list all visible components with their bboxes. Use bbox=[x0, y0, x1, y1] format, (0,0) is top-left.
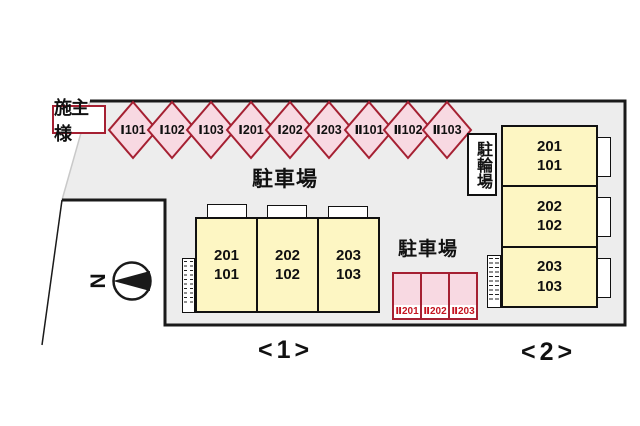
unit-203-103: 203 103 bbox=[319, 219, 378, 311]
unit-upper-number: 203 bbox=[335, 246, 362, 264]
stairs bbox=[487, 255, 501, 308]
parking-space-diamond bbox=[225, 100, 277, 160]
diamond-space-label: Ⅰ101 bbox=[120, 123, 146, 137]
building-2: 201 101 202 102 203 103 bbox=[501, 125, 598, 308]
parking-space-diamond bbox=[382, 100, 434, 160]
unit-201-101: 201 101 bbox=[503, 127, 596, 188]
diamond-space-label: Ⅰ202 bbox=[277, 123, 303, 137]
unit-202-102: 202 102 bbox=[258, 219, 319, 311]
owner-label: 施主様 bbox=[54, 97, 89, 144]
unit-201-101: 201 101 bbox=[197, 219, 258, 311]
unit-upper-number: 201 bbox=[213, 246, 240, 264]
bicycle-parking-label: 駐輪場 bbox=[474, 140, 491, 189]
balcony bbox=[597, 137, 611, 177]
unit-upper-number: 202 bbox=[536, 197, 563, 215]
parking-space-diamond bbox=[303, 100, 355, 160]
parking-space-diamond bbox=[185, 100, 237, 160]
stairs bbox=[182, 258, 195, 313]
stairs-gap bbox=[492, 256, 496, 307]
red-parking-lot: Ⅱ201 Ⅱ202 Ⅱ203 bbox=[392, 272, 478, 320]
unit-upper-number: 201 bbox=[536, 137, 563, 155]
unit-203-103: 203 103 bbox=[503, 248, 596, 306]
unit-lower-number: 101 bbox=[536, 157, 563, 175]
diamond-space-label: Ⅰ103 bbox=[198, 123, 224, 137]
parking-space-cell: Ⅱ202 bbox=[422, 274, 450, 318]
unit-lower-number: 103 bbox=[536, 277, 563, 295]
diamond-space-label: Ⅱ102 bbox=[393, 123, 423, 137]
diamond-space-label: Ⅰ201 bbox=[238, 123, 264, 137]
parking-space-label: Ⅱ201 bbox=[394, 305, 420, 318]
diamond-space-label: Ⅱ101 bbox=[354, 123, 384, 137]
diagonal-parking-spaces bbox=[107, 100, 473, 160]
parking-space-diamond bbox=[343, 100, 395, 160]
north-arrow-pointer bbox=[113, 271, 150, 291]
building-1: 201 101 202 102 203 103 bbox=[195, 217, 380, 313]
balcony bbox=[207, 204, 247, 218]
building-2-caption: <2> bbox=[521, 338, 577, 366]
parking-space-fill bbox=[394, 274, 420, 305]
parcel-boundary-line bbox=[41, 199, 63, 346]
unit-lower-number: 103 bbox=[335, 266, 362, 283]
balcony bbox=[597, 258, 611, 298]
stairs-gap bbox=[187, 259, 190, 312]
diamond-space-label: Ⅰ102 bbox=[159, 123, 185, 137]
diamond-space-label: Ⅰ203 bbox=[316, 123, 342, 137]
unit-upper-number: 202 bbox=[274, 246, 301, 264]
unit-lower-number: 101 bbox=[213, 266, 240, 283]
parking-space-fill bbox=[450, 274, 476, 305]
north-label: N bbox=[85, 273, 109, 289]
unit-lower-number: 102 bbox=[274, 266, 301, 283]
parking-space-diamond bbox=[421, 100, 473, 160]
north-arrow bbox=[112, 261, 152, 301]
parking-space-label: Ⅱ203 bbox=[450, 305, 476, 318]
parking-space-diamond bbox=[264, 100, 316, 160]
parking-space-fill bbox=[422, 274, 448, 305]
parking-space-diamond bbox=[146, 100, 198, 160]
parking-area-2-label: 駐車場 bbox=[398, 239, 459, 260]
building-1-caption: <1> bbox=[258, 336, 314, 364]
parking-space-diamond bbox=[107, 100, 159, 160]
diamond-space-label: Ⅱ103 bbox=[432, 123, 462, 137]
parking-space-label: Ⅱ202 bbox=[422, 305, 448, 318]
unit-lower-number: 102 bbox=[536, 217, 563, 235]
parking-space-cell: Ⅱ201 bbox=[394, 274, 422, 318]
parking-area-1-label: 駐車場 bbox=[252, 168, 318, 191]
unit-202-102: 202 102 bbox=[503, 187, 596, 248]
site-boundary bbox=[62, 99, 627, 327]
parking-space-cell: Ⅱ203 bbox=[450, 274, 476, 318]
owner-box: 施主様 bbox=[52, 98, 106, 144]
unit-upper-number: 203 bbox=[536, 258, 563, 276]
bicycle-parking-box: 駐輪場 bbox=[467, 133, 497, 196]
balcony bbox=[597, 197, 611, 237]
